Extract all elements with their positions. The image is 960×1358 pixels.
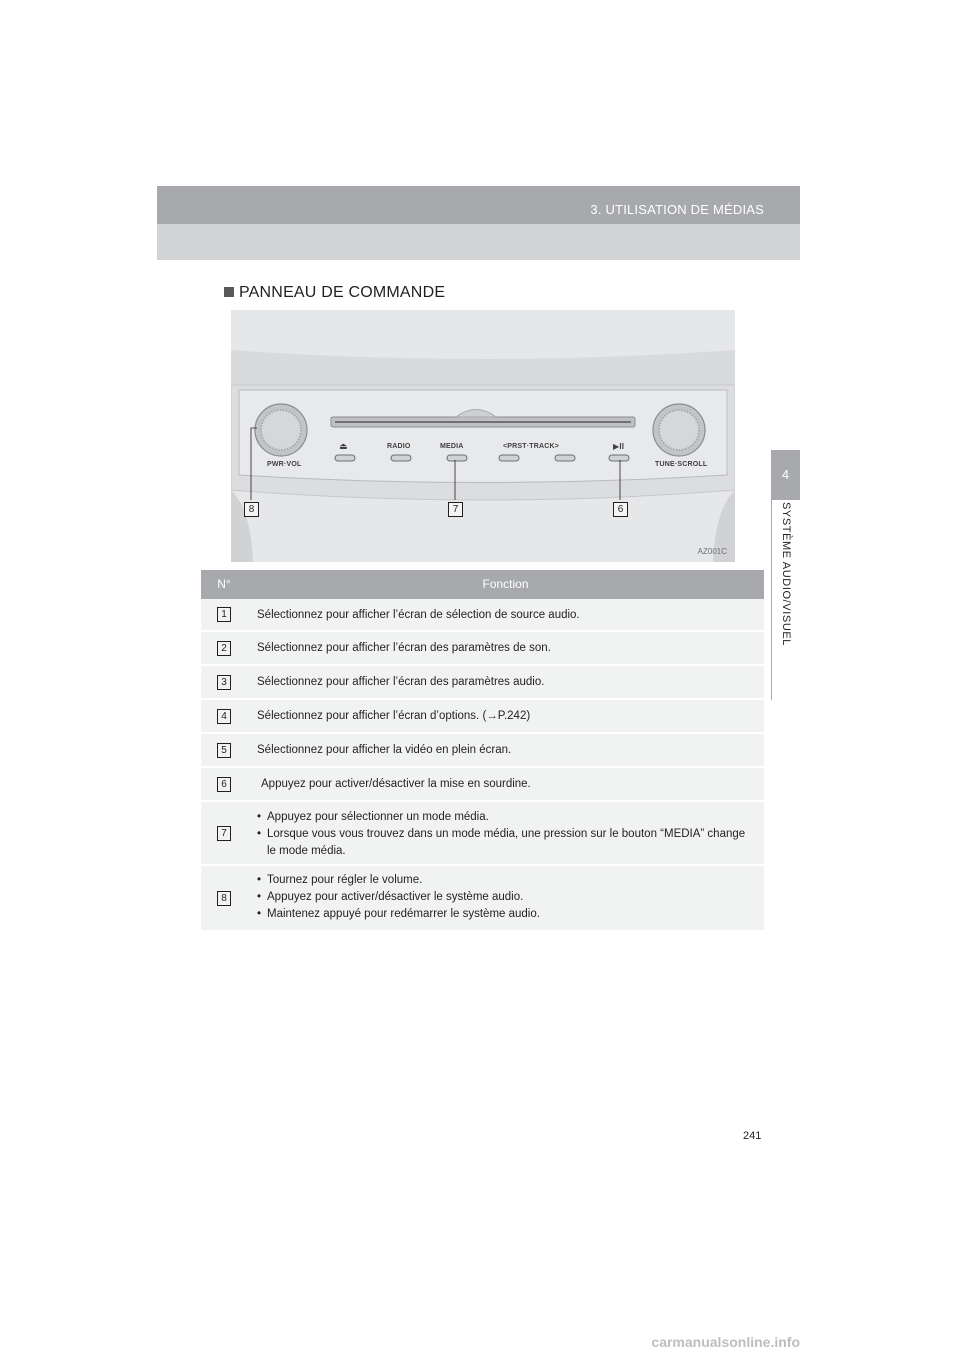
panel-illustration xyxy=(231,310,735,562)
table-row: 2 Sélectionnez pour afficher l’écran des… xyxy=(201,632,764,666)
table-row: 6 Appuyez pour activer/désactiver la mis… xyxy=(201,768,764,802)
bullet-item: • Lorsque vous vous trouvez dans un mode … xyxy=(257,826,754,860)
bullet-text: Maintenez appuyé pour redémarrer le syst… xyxy=(267,908,540,920)
bullet-dot-icon: • xyxy=(257,874,262,886)
row-number: 2 xyxy=(217,640,231,656)
row-text: Sélectionnez pour afficher la vidéo en p… xyxy=(257,744,512,756)
pwr-vol-label: PWR·VOL xyxy=(267,461,302,468)
table-row: 1 Sélectionnez pour afficher l’écran de … xyxy=(201,599,764,632)
callout-6: 6 xyxy=(613,502,628,517)
row-number-cell: 3 xyxy=(201,666,247,698)
row-number: 4 xyxy=(217,708,231,724)
bullet-text: Lorsque vous vous trouvez dans un mode m… xyxy=(267,828,746,857)
row-number-cell: 8 xyxy=(201,866,247,930)
section-title-text: PANNEAU DE COMMANDE xyxy=(239,284,446,301)
row-number-cell: 4 xyxy=(201,700,247,732)
header-band-light xyxy=(157,224,800,260)
section-heading: PANNEAU DE COMMANDE xyxy=(224,284,445,302)
header-band: 3. UTILISATION DE MÉDIAS xyxy=(157,186,800,224)
table-row: 5 Sélectionnez pour afficher la vidéo en… xyxy=(201,734,764,768)
bullet-text: Appuyez pour activer/désactiver le systè… xyxy=(267,891,524,903)
figure-code: AZ001C xyxy=(697,547,727,556)
eject-button-label: ⏏ xyxy=(339,441,348,451)
watermark-text: carmanualsonline.info xyxy=(651,1334,800,1350)
header-function: Fonction xyxy=(482,577,529,591)
row-text: Sélectionnez pour afficher l’écran de sé… xyxy=(257,609,580,621)
row-number-cell: 1 xyxy=(201,599,247,630)
chapter-divider xyxy=(771,500,772,700)
row-number-cell: 5 xyxy=(201,734,247,766)
tune-scroll-label: TUNE·SCROLL xyxy=(655,461,708,468)
row-number: 6 xyxy=(217,776,231,792)
row-number: 8 xyxy=(217,890,231,906)
prst-track-label: <PRST·TRACK> xyxy=(503,443,560,450)
row-number: 1 xyxy=(217,607,231,622)
row-number: 7 xyxy=(217,825,231,841)
table-row: 7 • Appuyez pour sélectionner un mode méd… xyxy=(201,802,764,866)
table-row: 8 • Tournez pour régler le volume. • Appuy… xyxy=(201,866,764,932)
chapter-side-label: SYSTÈME AUDIO/VISUEL xyxy=(780,501,792,647)
bullet-item: • Appuyez pour activer/désactiver le syst… xyxy=(257,889,754,906)
row-text: Sélectionnez pour afficher l’écran des p… xyxy=(257,676,545,688)
bullet-item: • Appuyez pour sélectionner un mode média… xyxy=(257,809,754,826)
row-number-cell: 6 xyxy=(201,768,247,800)
square-bullet-icon xyxy=(224,287,234,297)
bullet-text: Appuyez pour sélectionner un mode média. xyxy=(267,811,489,823)
row-text: Appuyez pour activer/désactiver la mise … xyxy=(261,778,531,790)
chapter-section-title: 3. UTILISATION DE MÉDIAS xyxy=(590,202,764,217)
row-number-cell: 7 xyxy=(201,802,247,864)
table-header: N° Fonction xyxy=(201,570,764,599)
callout-8: 8 xyxy=(244,502,259,517)
header-num: N° xyxy=(217,577,231,591)
page-number: 241 xyxy=(743,1130,762,1142)
row-number: 3 xyxy=(217,674,231,690)
row-number: 5 xyxy=(217,742,231,758)
bullet-item: • Tournez pour régler le volume. xyxy=(257,872,754,889)
table-row: 4 Sélectionnez pour afficher l’écran d’o… xyxy=(201,700,764,734)
row-text: • Appuyez pour sélectionner un mode média… xyxy=(247,802,764,864)
table-row: 3 Sélectionnez pour afficher l’écran des… xyxy=(201,666,764,700)
row-text: • Tournez pour régler le volume. • Appuyez… xyxy=(247,866,764,930)
bullet-dot-icon: • xyxy=(257,828,262,840)
callout-7: 7 xyxy=(448,502,463,517)
bullet-dot-icon: • xyxy=(257,891,262,903)
media-button-label: MEDIA xyxy=(440,443,464,450)
row-number-cell: 2 xyxy=(201,632,247,664)
bullet-dot-icon: • xyxy=(257,908,262,920)
control-panel-figure: ⏏ PWR·VOL RADIO MEDIA <PRST·TRACK> ▶II T… xyxy=(231,310,735,562)
row-text: Sélectionnez pour afficher l’écran des p… xyxy=(257,642,551,654)
bullet-text: Tournez pour régler le volume. xyxy=(267,874,423,886)
chapter-tab[interactable]: 4 xyxy=(771,450,800,500)
row-text: Sélectionnez pour afficher l’écran d’opt… xyxy=(257,710,531,722)
bullet-item: • Maintenez appuyé pour redémarrer le sys… xyxy=(257,906,754,923)
radio-button-label: RADIO xyxy=(387,443,411,450)
play-pause-label: ▶II xyxy=(613,442,625,451)
function-table: N° Fonction 1 Sélectionnez pour afficher… xyxy=(201,570,764,932)
bullet-dot-icon: • xyxy=(257,811,262,823)
